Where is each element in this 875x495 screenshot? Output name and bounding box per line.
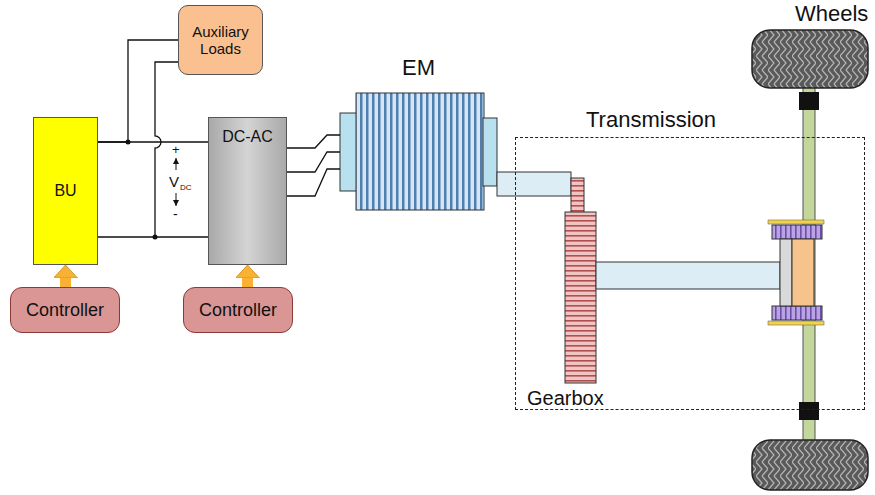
wheel-illustration [752, 30, 868, 490]
voltage-arrow [176, 193, 177, 206]
power-wire [98, 142, 208, 237]
motor-illustration [340, 93, 571, 210]
control-arrow [242, 278, 253, 287]
part-label: Wheels [795, 3, 868, 25]
voltage-symbol: V [169, 174, 179, 189]
controller-box: Controller [10, 287, 120, 333]
axle-illustration [768, 86, 824, 442]
power-wire [98, 40, 178, 237]
node-label: Auxiliary Loads [183, 23, 258, 58]
load-box: Auxiliary Loads [178, 5, 263, 75]
polarity-sign: + [172, 143, 180, 156]
controller-box: Controller [183, 287, 293, 333]
transmission-box: Transmission [515, 137, 865, 410]
node-label: Controller [26, 300, 104, 321]
polarity-sign: - [173, 207, 178, 221]
node-label: BU [54, 182, 76, 200]
control-arrow [60, 278, 71, 287]
gearbox-illustration [565, 178, 780, 383]
motor-node: EM [340, 55, 497, 210]
part-label: Gearbox [527, 388, 604, 408]
node-label: Controller [199, 300, 277, 321]
voltage-subscript: DC [180, 184, 192, 192]
voltage-arrow [176, 158, 177, 170]
node-label: EM [402, 55, 435, 80]
inverter-box: DC-AC [208, 117, 287, 265]
node-label: DC-AC [222, 128, 273, 146]
power-wire [287, 135, 340, 196]
battery-box: BU [33, 117, 98, 265]
group-heading: Transmission [586, 107, 716, 132]
